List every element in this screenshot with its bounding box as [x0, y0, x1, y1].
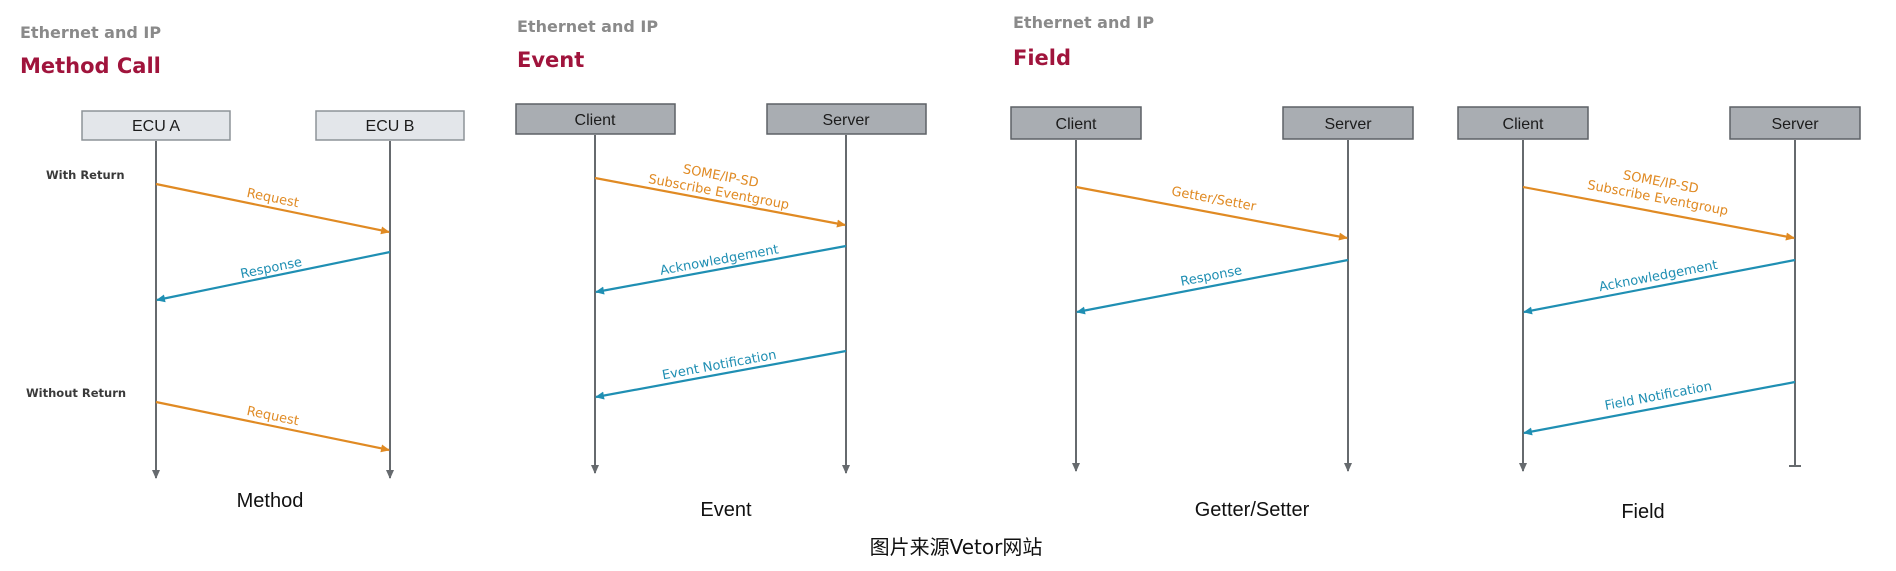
participant-server: Server	[1324, 116, 1372, 133]
participant-box	[1457, 106, 1589, 140]
panel-title: Method Call	[20, 54, 161, 78]
participant-box	[515, 103, 676, 135]
panel-caption: Event	[700, 499, 752, 521]
message-arrow-acknowledgement	[1523, 258, 1796, 315]
message-arrow-response	[1076, 258, 1349, 315]
panel-kicker: Ethernet and IP	[517, 17, 658, 36]
panel-caption: Method	[237, 490, 304, 512]
message-label-event-notification: Event Notification	[661, 348, 778, 384]
message-arrow-response	[156, 250, 391, 303]
panel-caption: Getter/Setter	[1195, 499, 1310, 521]
participant-box	[1010, 106, 1142, 140]
message-arrow-request	[155, 182, 390, 235]
panel-title: Field	[1013, 46, 1071, 70]
participant-ecu-a: ECU A	[132, 118, 180, 135]
message-label-response: Response	[239, 255, 303, 282]
participant-box	[1729, 106, 1861, 140]
message-arrow-field-notification	[1523, 380, 1796, 436]
panel-field-getter-setter: Ethernet and IP Field Client Server Gett…	[1010, 13, 1414, 521]
participant-client: Client	[1056, 116, 1097, 133]
message-label-getter-setter: Getter/Setter	[1170, 184, 1258, 215]
message-label-acknowledgement: Acknowledgement	[1598, 258, 1719, 295]
panel-field-notification: Client Server SOME/IP-SD Subscribe Event…	[1457, 106, 1861, 523]
message-arrow-subscribe	[1522, 185, 1795, 241]
panel-event: Ethernet and IP Event Client Server SOME…	[515, 17, 927, 521]
message-arrow-acknowledgement	[595, 244, 847, 295]
participant-server: Server	[822, 112, 870, 129]
participant-box	[1282, 106, 1414, 140]
message-arrow-request	[155, 400, 390, 453]
panel-title: Event	[517, 48, 584, 72]
panel-kicker: Ethernet and IP	[20, 23, 161, 42]
message-arrow-subscribe	[594, 176, 846, 228]
participant-box	[315, 110, 465, 141]
panel-caption: Field	[1621, 501, 1664, 523]
participant-client: Client	[575, 112, 616, 129]
participant-box	[81, 110, 231, 141]
participant-ecu-b: ECU B	[366, 118, 415, 135]
participant-server: Server	[1771, 116, 1819, 133]
participant-client: Client	[1503, 116, 1544, 133]
message-arrow-event-notification	[595, 349, 847, 400]
panel-kicker: Ethernet and IP	[1013, 13, 1154, 32]
message-arrow-getter-setter	[1075, 185, 1348, 241]
panel-method-call: Ethernet and IP Method Call ECU A ECU B …	[20, 23, 465, 512]
section-label-without-return: Without Return	[26, 386, 126, 400]
section-label-with-return: With Return	[46, 168, 125, 182]
participant-box	[766, 103, 927, 135]
source-note: 图片来源Vetor网站	[870, 535, 1043, 559]
